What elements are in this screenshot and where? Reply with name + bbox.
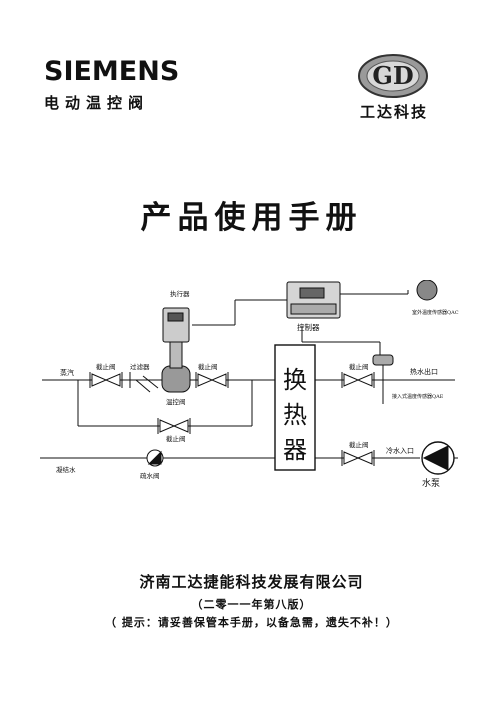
logo-letters: GD [372,61,413,90]
company-name: 济南工达捷能科技发展有限公司 [139,573,364,591]
hot-out-label: 热水出口 [410,367,438,376]
exchanger-char-2: 热 [283,401,307,429]
temp-control-valve-icon [161,307,191,393]
logo-subtitle: 工达科技 [360,103,429,121]
immersion-sensor-icon [372,354,394,404]
tip-note: （ 提示：请妥善保管本手册，以备急需，遗失不补！） [105,616,398,629]
filter-label: 过滤器 [130,362,150,371]
controller-label: 控制器 [297,322,320,332]
bypass-valve-label: 截止阀 [166,434,186,443]
filter-icon [129,372,159,393]
trap-label: 疏水阀 [140,471,160,480]
stop-valve-1-label: 截止阀 [96,362,116,371]
actuator-label: 执行器 [170,289,190,298]
stop-valve-2-label: 截止阀 [198,362,218,371]
bypass-valve-icon [157,418,191,434]
pump-label: 水泵 [422,477,440,489]
heat-exchange-diagram: 执行器 控制器 室外温度传感器QAC 蒸汽 截止阀 过滤器 截止阀 温控阀 截止… [40,280,459,489]
gd-logo-icon: GD [358,54,428,98]
condensate-label: 凝结水 [56,465,76,474]
immersion-sensor-label: 接入式温度传感器QAE [392,393,444,400]
edition-note: （二零一一年第八版） [191,598,312,611]
exchanger-char-1: 换 [283,366,307,394]
hot-stop-valve-label: 截止阀 [349,362,369,371]
exchanger-char-3: 器 [283,436,307,464]
cold-in-label: 冷水入口 [386,446,414,455]
water-pump-icon [421,441,455,475]
steam-label: 蒸汽 [60,368,74,377]
temp-valve-label: 温控阀 [166,397,186,406]
hot-stop-valve-icon [341,372,375,388]
steam-trap-icon [146,449,164,467]
siemens-brand: SIEMENS [44,56,180,87]
outdoor-sensor-icon [416,280,438,301]
page-title: 产品使用手册 [140,200,363,236]
stop-valve-1-icon [89,372,123,388]
cold-stop-valve-icon [341,450,375,466]
controller-device-icon [286,281,341,319]
outdoor-sensor-label: 室外温度传感器QAC [412,309,459,316]
stop-valve-2-icon [195,372,229,388]
brand-subtitle: 电动温控阀 [44,94,150,112]
cold-stop-valve-label: 截止阀 [349,440,369,449]
